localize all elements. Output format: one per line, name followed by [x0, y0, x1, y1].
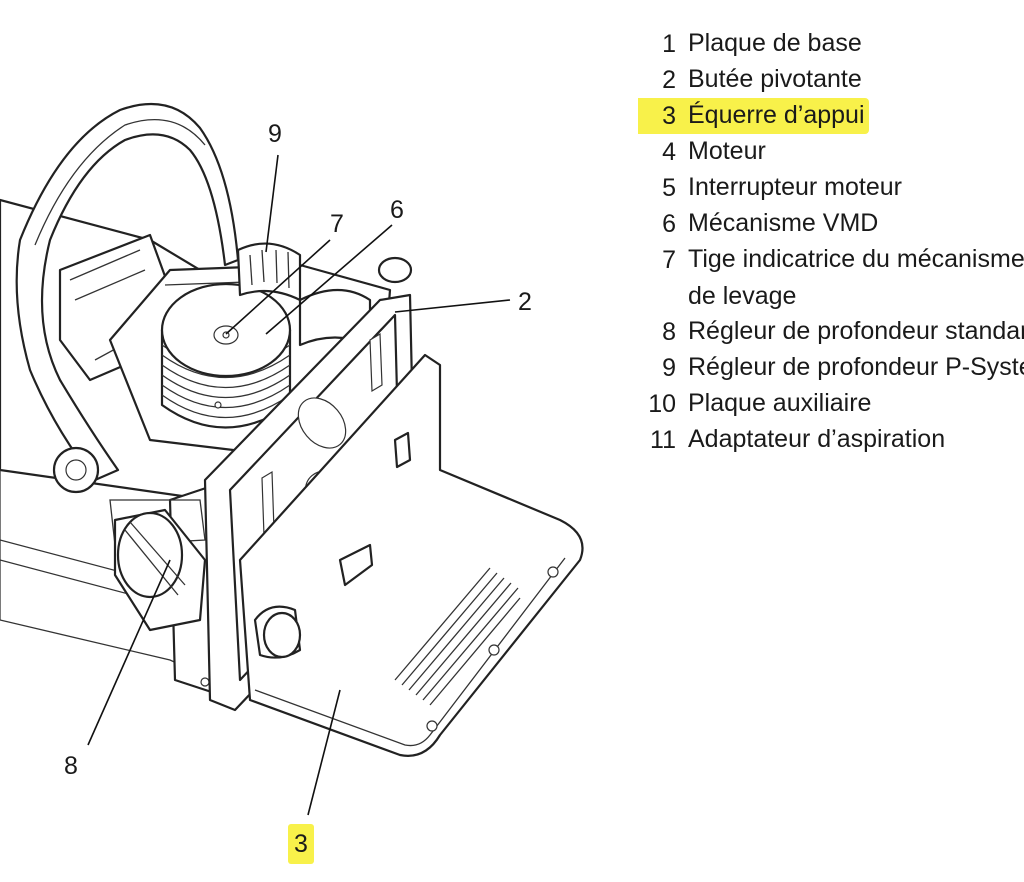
leader-9 — [265, 154, 279, 253]
legend-item-label: Moteur — [688, 137, 766, 165]
legend-item-number: 3 — [638, 98, 676, 134]
legend-item-label: Adaptateur d’aspiration — [688, 425, 946, 453]
legend-item-label: Butée pivotante — [688, 65, 862, 93]
legend-item: 9 Régleur de profondeur P-System — [638, 350, 1024, 386]
p-system-depth-adjuster — [236, 242, 302, 302]
legend-item-number: 1 — [662, 30, 676, 58]
leader-2 — [394, 299, 511, 313]
callout-9: 9 — [268, 120, 282, 148]
callout-3: 3 — [288, 824, 314, 864]
callout-6: 6 — [390, 196, 404, 224]
legend-item-number: 4 — [662, 138, 676, 166]
legend-item: 1 Plaque de base — [638, 26, 1024, 62]
legend-item-label: Mécanisme VMD — [688, 209, 879, 237]
legend-item-number: 10 — [648, 390, 676, 418]
leader-lines — [87, 154, 511, 816]
callout-7: 7 — [330, 210, 344, 238]
callout-2: 2 — [518, 288, 532, 316]
legend-item: 8 Régleur de profondeur standard — [638, 314, 1024, 350]
legend-item: 11 Adaptateur d’aspiration — [638, 422, 1024, 458]
legend-item-number: 2 — [662, 66, 676, 94]
legend-item-label: de levage — [688, 282, 797, 310]
legend-item-label: Interrupteur moteur — [688, 173, 902, 201]
legend-item: 10 Plaque auxiliaire — [638, 386, 1024, 422]
legend-item: 2 Butée pivotante — [638, 62, 1024, 98]
legend-item-label: Régleur de profondeur P-System — [688, 353, 1024, 381]
legend-item-label: Équerre d’appui — [676, 98, 869, 134]
support-square — [238, 353, 584, 757]
legend-item-number: 8 — [662, 318, 676, 346]
legend-item: 7 Tige indicatrice du mécanisme — [638, 242, 1024, 278]
legend-item: 4 Moteur — [638, 134, 1024, 170]
legend-item-number: 11 — [650, 426, 676, 454]
legend-item-number: 5 — [662, 174, 676, 202]
legend-item-label: Plaque de base — [688, 29, 862, 57]
leader-7 — [225, 239, 331, 335]
legend-item-number: 6 — [662, 210, 676, 238]
legend-item: 5 Interrupteur moteur — [638, 170, 1024, 206]
handle — [15, 102, 240, 494]
legend-item-label: Tige indicatrice du mécanisme — [688, 245, 1024, 273]
legend-item-number: 7 — [662, 246, 676, 274]
vmd-mechanism — [160, 282, 292, 429]
leader-6 — [265, 224, 393, 335]
legend-item: de levage — [638, 278, 1024, 314]
leader-8 — [87, 559, 171, 746]
legend-item: 6 Mécanisme VMD — [638, 206, 1024, 242]
legend-item-label: Plaque auxiliaire — [688, 389, 872, 417]
leader-3 — [307, 689, 341, 816]
legend-item-number: 9 — [662, 354, 676, 382]
legend-item-label: Régleur de profondeur standard — [688, 317, 1024, 345]
legend-item-number — [638, 278, 676, 314]
callout-8: 8 — [64, 752, 78, 780]
standard-depth-adjuster — [113, 508, 207, 632]
